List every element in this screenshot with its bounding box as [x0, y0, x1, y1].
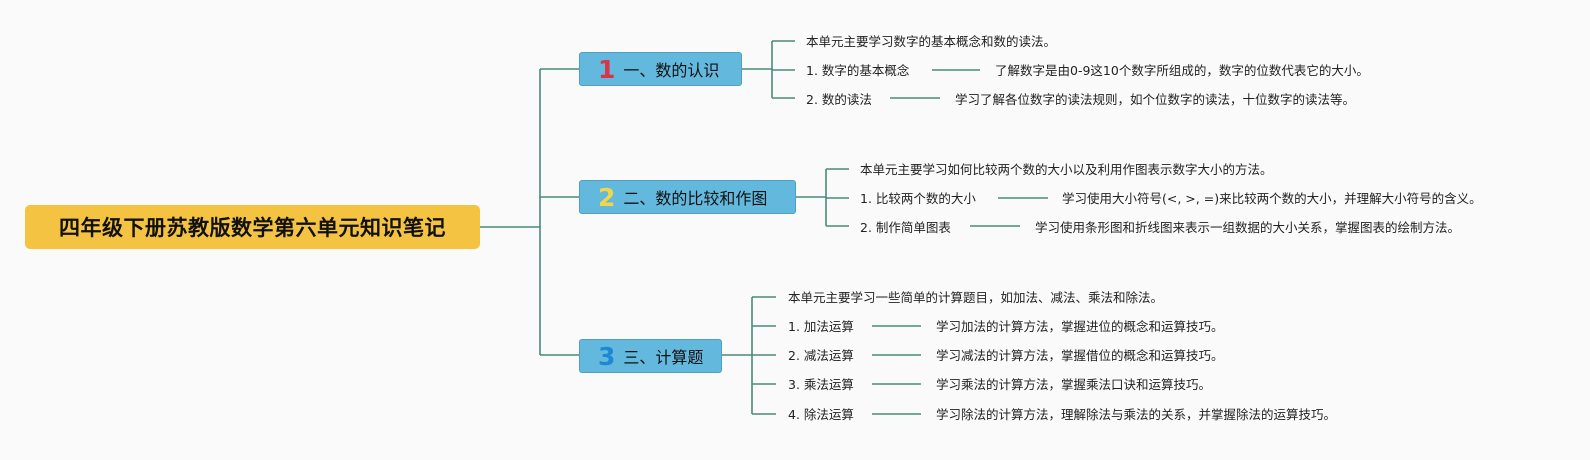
branch-1-item-1-label: 1. 数字的基本概念 [806, 63, 910, 78]
root-node[interactable]: 四年级下册苏教版数学第六单元知识笔记 [25, 205, 480, 249]
branch-3-item-4-detail: 学习除法的计算方法，理解除法与乘法的关系，并掌握除法的运算技巧。 [936, 407, 1337, 422]
branch-title-2: 二、数的比较和作图 [623, 189, 768, 208]
branch-2-item-1-detail: 学习使用大小符号(<, >, =)来比较两个数的大小，并理解大小符号的含义。 [1062, 191, 1482, 206]
branch-3-item-4-label: 4. 除法运算 [788, 407, 854, 422]
branch-3-summary: 本单元主要学习一些简单的计算题目，如加法、减法、乘法和除法。 [788, 290, 1164, 305]
branch-2-item-2-detail: 学习使用条形图和折线图来表示一组数据的大小关系，掌握图表的绘制方法。 [1035, 220, 1461, 235]
branch-number-2: 2 [598, 182, 616, 212]
branch-3-item-3-label: 3. 乘法运算 [788, 377, 854, 392]
branch-3-item-2-detail: 学习减法的计算方法，掌握借位的概念和运算技巧。 [936, 348, 1224, 363]
branch-2-item-1-label: 1. 比较两个数的大小 [860, 191, 976, 206]
branch-2-item-2-label: 2. 制作简单图表 [860, 220, 951, 235]
branch-node-2[interactable]: 2 二、数的比较和作图 [579, 180, 796, 214]
branch-1-item-2-detail: 学习了解各位数字的读法规则，如个位数字的读法，十位数字的读法等。 [955, 92, 1356, 107]
branch-1-summary: 本单元主要学习数字的基本概念和数的读法。 [806, 34, 1057, 49]
branch-title-1: 一、数的认识 [623, 61, 720, 80]
branch-node-3[interactable]: 3 三、计算题 [579, 339, 722, 373]
branch-3-item-2-label: 2. 减法运算 [788, 348, 854, 363]
branch-3-item-3-detail: 学习乘法的计算方法，掌握乘法口诀和运算技巧。 [936, 377, 1212, 392]
branch-node-1[interactable]: 1 一、数的认识 [579, 52, 742, 86]
branch-number-3: 3 [598, 341, 616, 371]
branch-1-item-2-label: 2. 数的读法 [806, 92, 872, 107]
branch-title-3: 三、计算题 [623, 348, 704, 367]
branch-3-item-1-label: 1. 加法运算 [788, 319, 854, 334]
branch-1-item-1-detail: 了解数字是由0-9这10个数字所组成的，数字的位数代表它的大小。 [995, 63, 1369, 78]
branch-2-summary: 本单元主要学习如何比较两个数的大小以及利用作图表示数字大小的方法。 [860, 162, 1273, 177]
root-title: 四年级下册苏教版数学第六单元知识笔记 [59, 216, 446, 240]
branch-number-1: 1 [598, 54, 616, 84]
branch-3-item-1-detail: 学习加法的计算方法，掌握进位的概念和运算技巧。 [936, 319, 1224, 334]
